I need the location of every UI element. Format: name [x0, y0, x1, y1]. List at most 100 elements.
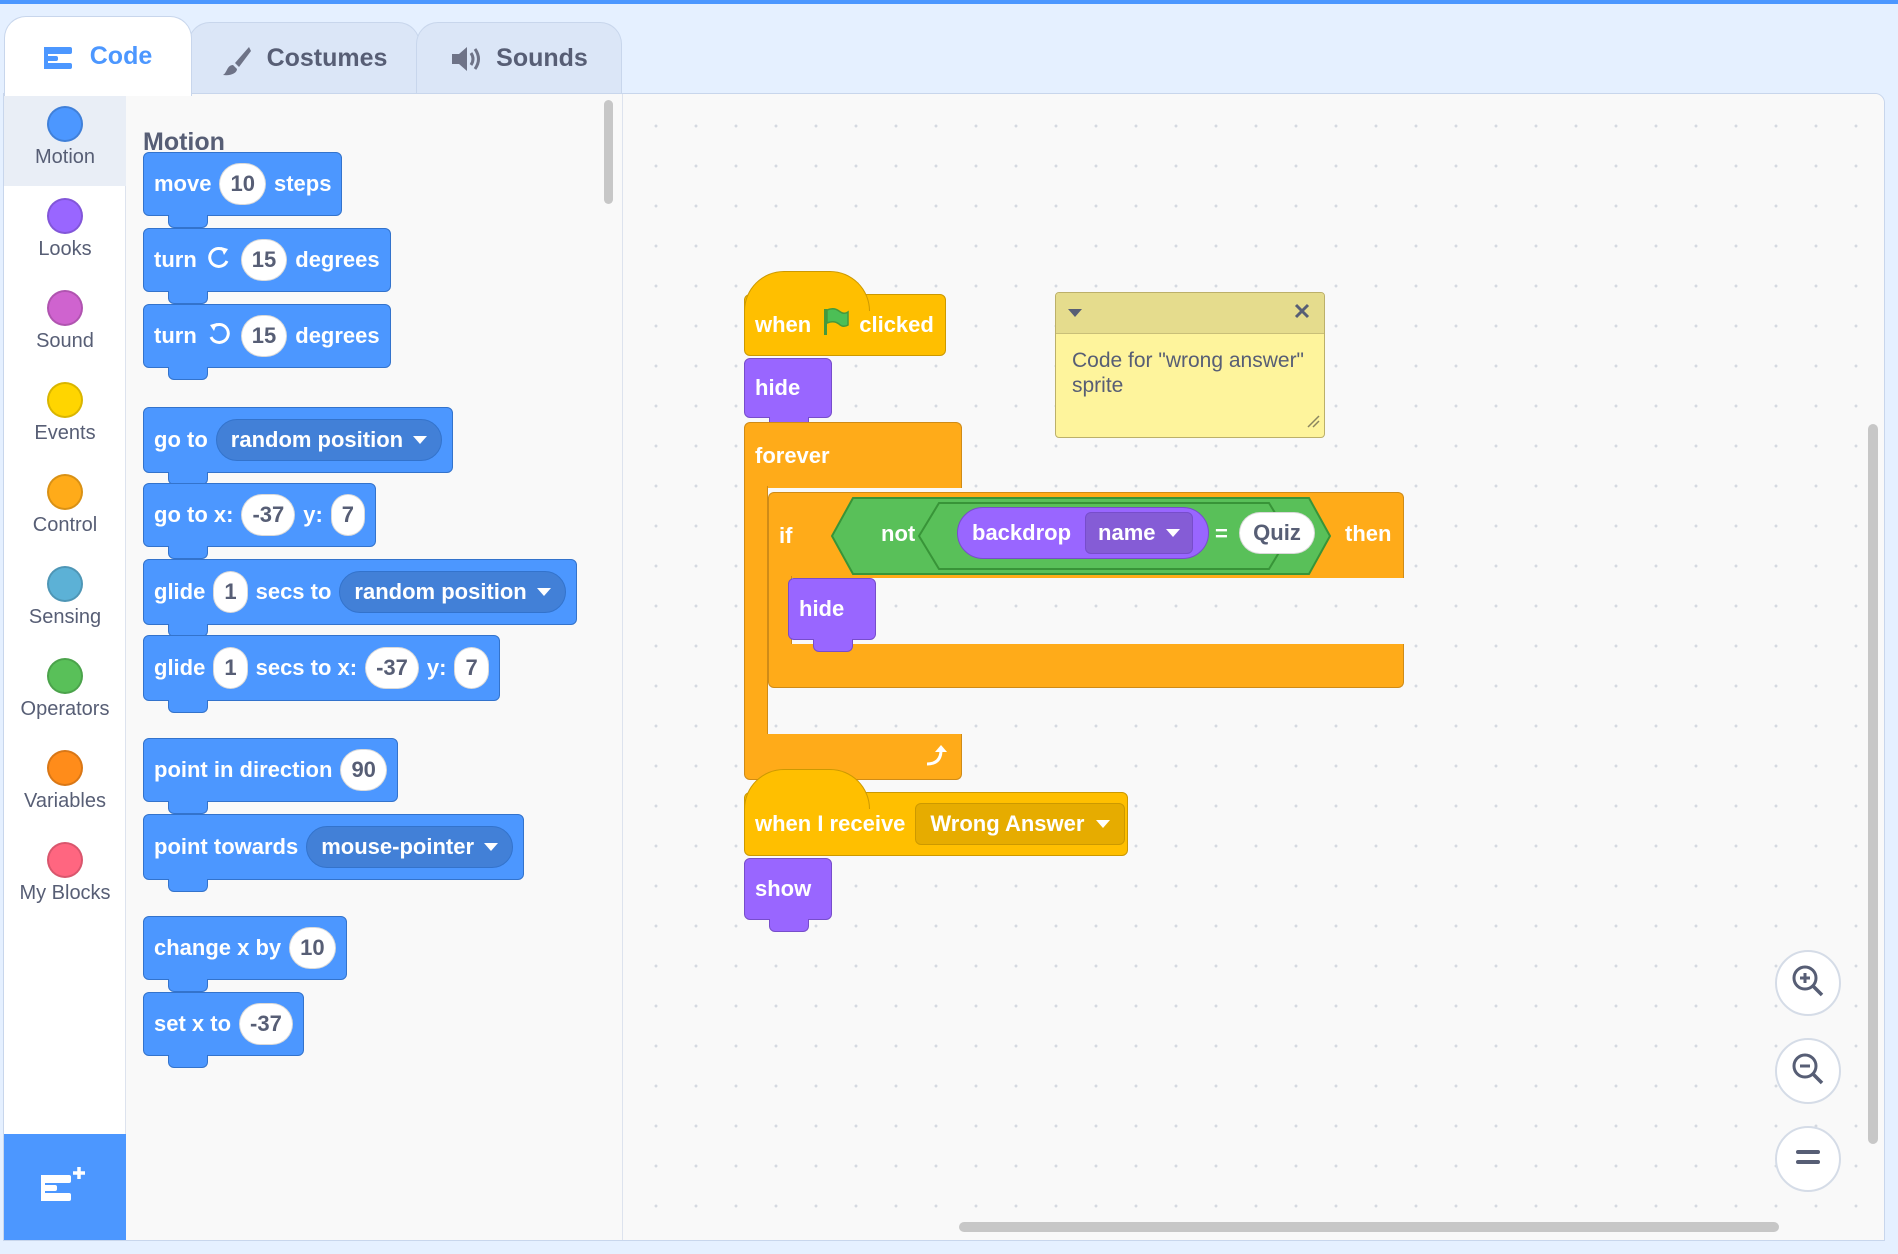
category-motion[interactable]: Motion — [4, 94, 126, 186]
direction-input[interactable]: 90 — [340, 749, 387, 791]
close-icon[interactable] — [1290, 299, 1314, 328]
operators-dot-icon — [47, 658, 83, 694]
block-text: secs to x: — [255, 655, 358, 680]
comment-text[interactable]: Code for "wrong answer" sprite — [1072, 349, 1305, 398]
comment-note[interactable]: Code for "wrong answer" sprite — [1055, 292, 1325, 438]
dropdown-value: Wrong Answer — [930, 811, 1085, 836]
block-text: backdrop — [972, 520, 1072, 545]
comment-header[interactable] — [1056, 293, 1324, 334]
script-workspace[interactable]: when clicked hide forever if not backdro… — [624, 94, 1884, 1240]
dropdown-value: random position — [230, 427, 404, 452]
x-input[interactable]: -37 — [241, 494, 296, 536]
secs-input[interactable]: 1 — [213, 571, 248, 613]
block-text: degrees — [295, 323, 380, 348]
degrees-input[interactable]: 15 — [240, 239, 288, 281]
category-variables[interactable]: Variables — [4, 738, 126, 830]
tab-code-label: Code — [89, 42, 153, 70]
zoom-out-button[interactable] — [1775, 1038, 1841, 1104]
block-turn-right[interactable]: turn 15 degrees — [143, 228, 391, 304]
dropdown-value: random position — [354, 579, 527, 604]
y-input[interactable]: 7 — [330, 494, 366, 536]
show-block[interactable]: show — [744, 858, 832, 932]
caret-down-icon — [1165, 529, 1180, 537]
caret-down-icon — [484, 843, 499, 851]
forever-arm — [744, 486, 768, 736]
block-text: glide — [154, 655, 206, 680]
hide-block[interactable]: hide — [744, 358, 832, 430]
editor-frame: Motion Looks Sound Events Control Sensin… — [3, 93, 1885, 1241]
block-text: forever — [755, 442, 830, 468]
block-text: then — [1345, 521, 1392, 546]
events-dot-icon — [47, 382, 83, 418]
compare-input[interactable]: Quiz — [1239, 512, 1315, 554]
resize-handle-icon[interactable] — [1306, 414, 1320, 433]
set-x-input[interactable]: -37 — [239, 1003, 293, 1045]
category-label: Events — [34, 422, 96, 444]
block-text: if — [779, 522, 793, 548]
block-palette[interactable]: Motion move 10 steps turn 15 degrees tur… — [127, 94, 623, 1240]
add-extension-button[interactable] — [4, 1134, 126, 1240]
category-events[interactable]: Events — [4, 370, 126, 462]
when-flag-clicked-hat[interactable]: when clicked — [743, 271, 946, 356]
steps-input[interactable]: 10 — [219, 163, 266, 205]
block-turn-left[interactable]: turn 15 degrees — [143, 304, 391, 380]
category-sensing[interactable]: Sensing — [4, 554, 126, 646]
block-text: secs to — [255, 579, 332, 604]
degrees-input[interactable]: 15 — [240, 315, 288, 357]
block-glide-xy[interactable]: glide 1 secs to x: -37 y: 7 — [143, 635, 500, 713]
block-go-to-xy[interactable]: go to x: -37 y: 7 — [143, 483, 377, 559]
block-text: steps — [273, 171, 332, 196]
sound-dot-icon — [47, 290, 83, 326]
code-icon — [43, 43, 76, 71]
block-text: turn — [154, 247, 197, 272]
category-my-blocks[interactable]: My Blocks — [4, 830, 126, 922]
when-i-receive-hat[interactable]: when I receive Wrong Answer — [743, 769, 1128, 856]
category-looks[interactable]: Looks — [4, 186, 126, 278]
glide-to-dropdown[interactable]: random position — [339, 571, 566, 613]
go-to-dropdown[interactable]: random position — [215, 419, 443, 461]
tab-code[interactable]: Code — [4, 16, 192, 96]
forever-block[interactable]: forever — [744, 422, 962, 488]
change-x-input[interactable]: 10 — [289, 927, 336, 969]
category-sound[interactable]: Sound — [4, 278, 126, 370]
x-input[interactable]: -37 — [365, 647, 419, 689]
secs-input[interactable]: 1 — [213, 647, 248, 689]
category-operators[interactable]: Operators — [4, 646, 126, 738]
block-point-towards[interactable]: point towards mouse-pointer — [143, 814, 525, 892]
workspace-vertical-scrollbar[interactable] — [1868, 424, 1878, 1144]
tab-costumes[interactable]: Costumes — [188, 22, 420, 94]
block-point-in-direction[interactable]: point in direction 90 — [143, 738, 398, 814]
zoom-in-button[interactable] — [1775, 950, 1841, 1016]
backdrop-reporter[interactable]: backdrop name — [957, 507, 1209, 559]
if-then-block[interactable]: if not backdrop name = Quiz then — [768, 492, 1404, 578]
y-input[interactable]: 7 — [454, 647, 489, 689]
block-text: when — [755, 312, 812, 337]
block-text: hide — [799, 596, 845, 621]
block-move-steps[interactable]: move 10 steps — [143, 152, 343, 228]
block-glide-to[interactable]: glide 1 secs to random position — [143, 559, 577, 637]
palette-heading: Motion — [143, 128, 225, 156]
add-extension-icon — [41, 1165, 89, 1210]
block-text: show — [755, 876, 812, 901]
block-text: hide — [755, 375, 801, 400]
motion-dot-icon — [47, 106, 83, 142]
block-text: move — [154, 171, 212, 196]
hide-block-inner[interactable]: hide — [788, 578, 876, 652]
block-text: glide — [154, 579, 206, 604]
category-control[interactable]: Control — [4, 462, 126, 554]
palette-scrollbar[interactable] — [604, 100, 613, 204]
block-set-x-to[interactable]: set x to -37 — [143, 992, 304, 1068]
message-dropdown[interactable]: Wrong Answer — [915, 803, 1126, 845]
block-change-x-by[interactable]: change x by 10 — [143, 916, 347, 992]
workspace-horizontal-scrollbar[interactable] — [959, 1222, 1779, 1232]
block-go-to[interactable]: go to random position — [143, 407, 454, 485]
tab-costumes-label: Costumes — [266, 44, 388, 72]
block-text: set x to — [154, 1011, 232, 1036]
sensing-dot-icon — [47, 566, 83, 602]
point-towards-dropdown[interactable]: mouse-pointer — [306, 826, 514, 868]
zoom-reset-button[interactable] — [1775, 1126, 1841, 1192]
backdrop-property-dropdown[interactable]: name — [1085, 512, 1193, 554]
tab-sounds[interactable]: Sounds — [416, 22, 622, 94]
collapse-triangle-icon[interactable] — [1068, 309, 1082, 317]
block-text: point towards — [154, 834, 299, 859]
